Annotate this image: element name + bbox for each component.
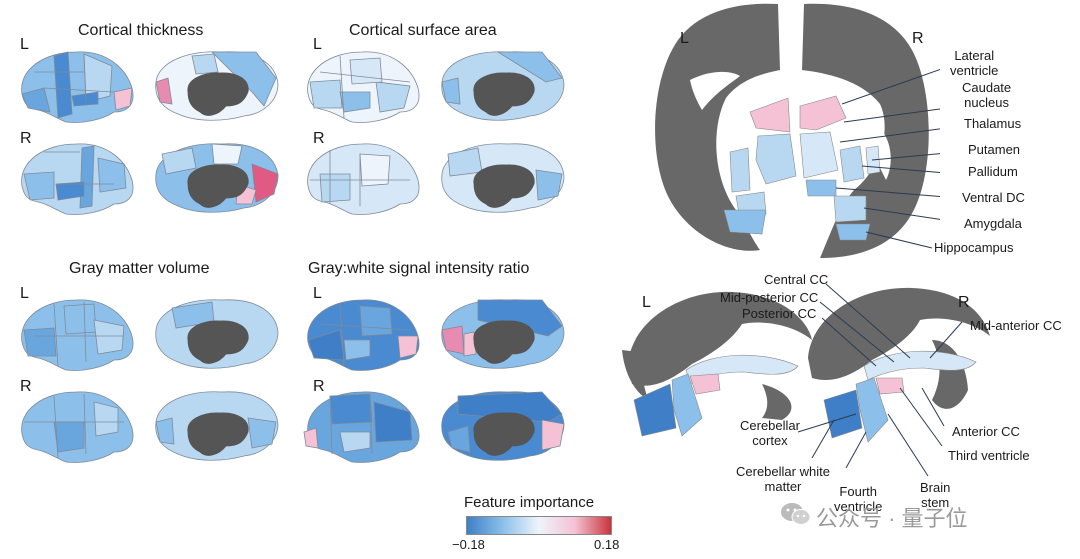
legend-max-label: 0.18 [594,537,620,552]
label-mid-anterior-cc: Mid-anterior CC [970,318,1062,333]
label-hippocampus: Hippocampus [934,240,1014,255]
coronal-brain-section [655,3,940,258]
label-thalamus: Thalamus [964,116,1022,131]
sagittal-label-r: R [958,294,970,311]
panel-title-surface-area: Cortical surface area [349,22,497,39]
legend-colorbar [466,516,612,535]
hemisphere-label-r: R [313,130,325,147]
brain-medial-right [155,143,279,213]
brain-lateral-right [21,143,134,216]
hemisphere-label-l: L [313,285,322,302]
sagittal-label-l: L [642,294,651,311]
coronal-label-l: L [680,30,689,47]
panel-title-thickness: Cortical thickness [78,22,204,39]
panel-title-gray-matter: Gray matter volume [69,260,210,277]
label-third-ventricle: Third ventricle [948,448,1030,463]
hemisphere-label-l: L [20,36,29,53]
brain-medial-left [155,51,279,121]
sagittal-right [808,287,990,443]
hemisphere-label-l: L [313,36,322,53]
brain-medial-left [441,51,565,121]
coronal-label-r: R [912,30,924,47]
legend-min-label: −0.18 [452,537,485,552]
label-pallidum: Pallidum [968,164,1018,179]
label-central-cc: Central CC [764,272,829,287]
hemisphere-label-r: R [20,130,32,147]
sagittal-left [622,291,812,437]
label-anterior-cc: Anterior CC [952,424,1020,439]
brain-medial-left [155,299,279,369]
brain-medial-right [441,143,565,213]
brain-lateral-left [307,51,420,124]
hemisphere-label-l: L [20,285,29,302]
brain-medial-right [441,391,565,461]
sagittal-brain-sections [622,283,990,477]
cortical-brain-maps [21,51,565,464]
wechat-icon [781,503,811,525]
brain-medial-left [441,299,565,369]
brain-lateral-left [307,299,420,372]
brain-lateral-right [21,391,134,464]
brain-lateral-right [307,143,420,216]
hemisphere-label-r: R [313,378,325,395]
label-amygdala: Amygdala [964,216,1022,231]
hemisphere-label-r: R [20,378,32,395]
brain-lateral-left [21,51,134,124]
brain-lateral-left [21,299,134,372]
brain-medial-right [155,391,279,461]
watermark-text: 公众号 · 量子位 [816,506,968,531]
label-mid-posterior-cc: Mid-posterior CC [720,290,819,305]
brain-lateral-right [303,391,420,464]
panel-title-gw-ratio: Gray:white signal intensity ratio [308,260,530,277]
label-putamen: Putamen [968,142,1021,157]
legend-title: Feature importance [464,494,595,511]
label-ventral-dc: Ventral DC [962,190,1025,205]
label-posterior-cc: Posterior CC [742,306,817,321]
